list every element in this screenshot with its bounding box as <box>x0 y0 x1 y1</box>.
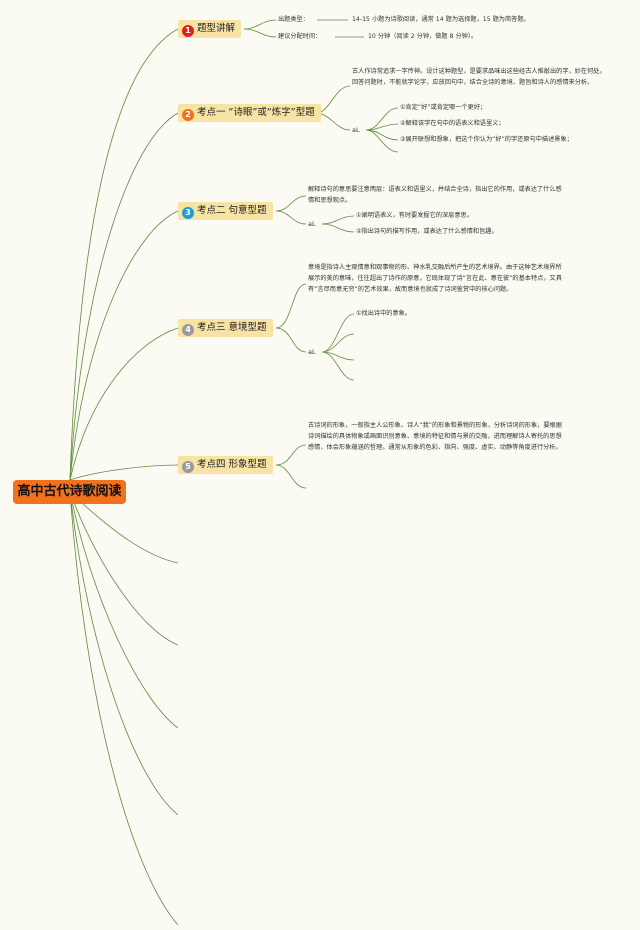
t3-method-line <box>275 210 307 225</box>
row-label: 出题类型： <box>278 16 309 23</box>
topic-label: 题型讲解 <box>197 23 236 34</box>
empty-branch-3 <box>69 491 179 729</box>
t1-row1-line <box>243 19 277 30</box>
root-connector-1 <box>69 28 179 481</box>
t2-desc-line <box>315 85 351 114</box>
number-badge: 5 <box>182 461 194 473</box>
empty-branch-2 <box>69 491 179 646</box>
empty-branch-4 <box>69 491 179 816</box>
t5-desc-line <box>275 444 307 466</box>
t4-empty3-line <box>321 351 355 381</box>
t1-row2-line <box>243 28 277 38</box>
method-item: ①肯定“好”或肯定哪一个更好； <box>400 104 487 111</box>
root-connector-5 <box>69 464 179 481</box>
number-badge: 1 <box>182 25 194 37</box>
method-item: ①阐明语表义，有时要发掘它的深层意思。 <box>356 212 473 219</box>
row-label: 建议分配时间： <box>278 33 322 40</box>
t5-empty-line <box>275 464 307 489</box>
t4-empty1-line <box>321 333 355 353</box>
row-value: 14-15 小题为诗歌阅读，通常 14 题为选择题，15 题为简答题。 <box>352 16 530 23</box>
method-item: ②指出诗句的描写作用，或表达了什么感情和旨趣。 <box>356 228 498 235</box>
t4-method-line <box>275 327 307 353</box>
number-badge: 3 <box>182 207 194 219</box>
topic-label: 考点二 句意型题 <box>197 205 267 216</box>
empty-branch-5 <box>69 491 179 926</box>
t4-desc-line <box>275 283 307 329</box>
topic-label: 考点四 形象型题 <box>197 459 267 470</box>
method-label: aL <box>352 126 360 134</box>
root-connector-2 <box>69 112 179 481</box>
t3-desc-line <box>275 195 307 212</box>
root-connector-4 <box>69 327 179 481</box>
description-text: 解释诗句的意思要注意两层：语表义和语里义，并结合全诗，指出它的作用，或表达了什么… <box>308 186 562 204</box>
row-value: 10 分钟（阅读 2 分钟，做题 8 分钟）。 <box>368 33 478 40</box>
t2-item2-line <box>365 123 399 131</box>
topic-label: 考点三 意境型题 <box>197 322 267 333</box>
description-text: 意境是指诗人主观情意和观事物的形、神水乳交融后所产生的艺术境界。由于这种艺术境界… <box>308 264 562 293</box>
method-item: ②解释该字在句中的语表义和语里义； <box>400 120 505 127</box>
method-item: ①找出诗中的意象。 <box>356 310 412 317</box>
method-label: aL <box>308 348 316 356</box>
number-badge: 4 <box>182 324 194 336</box>
root-connector-3 <box>69 210 179 481</box>
method-item: ③展开联想和想象，把这个你认为“好”的字还原句中描述景象； <box>400 136 573 143</box>
topic-label: 考点一 “诗眼”或“炼字”型题 <box>197 107 315 118</box>
t2-item4-line <box>365 129 399 153</box>
description-text: 古诗词的形象，一般指主人公形象、诗人“我”的形象和景物的形象，分析诗词的形象，要… <box>308 422 562 451</box>
t2-item1-line <box>365 107 399 131</box>
t3-item1-line <box>321 215 355 225</box>
root-node[interactable]: 高中古代诗歌阅读 <box>13 480 126 504</box>
t2-method-line <box>315 112 351 131</box>
number-badge: 2 <box>182 109 194 121</box>
t3-item2-line <box>321 223 355 233</box>
t4-item1-line <box>321 313 355 353</box>
description-text: 古人作诗常追求一字传神。设计这种题型，是要求品味出这些经古人推敲出的字，妙在何处… <box>352 68 606 86</box>
method-label: aL <box>308 220 316 228</box>
